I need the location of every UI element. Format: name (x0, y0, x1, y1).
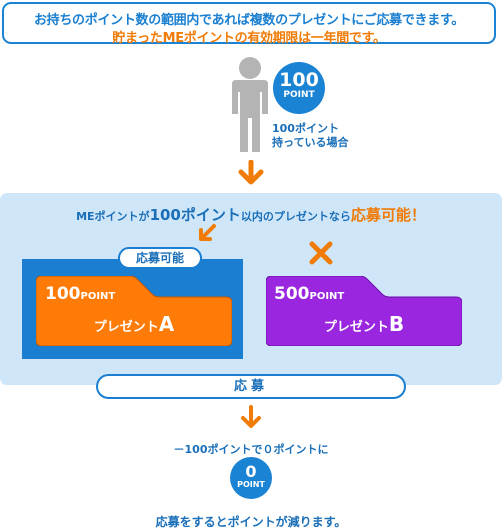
statement-part-1: MEポイントが (76, 210, 150, 223)
header-notice: お持ちのポイント数の範囲内であれば複数のプレゼントにご応募できます。 貯まったM… (2, 2, 496, 46)
present-a-label: プレゼントA (36, 312, 232, 336)
statement-part-3: 以内のプレゼントなら (240, 210, 351, 223)
present-a-tag-shape (36, 276, 232, 346)
apply-button[interactable]: 応募 (96, 374, 406, 399)
eligibility-statement: MEポイントが100ポイント以内のプレゼントなら応募可能！ (0, 204, 502, 225)
points-unit: POINT (283, 90, 315, 100)
present-a-label-text: プレゼント (93, 320, 159, 335)
points-badge-0: 0 POINT (230, 457, 272, 499)
cross-icon (309, 241, 333, 265)
points-note-line-2: 持っている場合 (272, 136, 349, 149)
present-a-letter: A (158, 312, 175, 336)
result-points-number: 0 (245, 462, 257, 481)
statement-part-4: 応募可能！ (350, 206, 426, 224)
present-b-letter: B (388, 312, 405, 336)
present-b-tag-shape (266, 276, 462, 346)
points-number: 100 (279, 69, 319, 91)
present-b-points-number: 500 (274, 284, 310, 304)
present-b-points: 500POINT (274, 284, 344, 304)
points-note-line-1: 100ポイント (272, 122, 339, 135)
present-b-points-unit: POINT (309, 291, 345, 302)
eligible-badge: 応募可能 (118, 247, 202, 269)
result-points-unit: POINT (237, 480, 265, 489)
reduce-text: －100ポイントで０ポイントに (173, 443, 329, 456)
statement-part-2: 100ポイント (149, 206, 241, 224)
footer-note: 応募をするとポイントが減ります。 (155, 515, 347, 529)
present-a-points-unit: POINT (80, 291, 116, 302)
diagonal-arrow-icon (199, 224, 216, 241)
present-b-label-text: プレゼント (323, 320, 389, 335)
header-line-1: お持ちのポイント数の範囲内であれば複数のプレゼントにご応募できます。 (33, 13, 465, 28)
present-a-points-number: 100 (45, 284, 81, 304)
down-arrow-icon (238, 160, 264, 185)
points-badge-100: 100 POINT (273, 62, 325, 114)
present-a-points: 100POINT (45, 284, 115, 304)
header-line-2: 貯まったMEポイントの有効期限は一年間です。 (112, 31, 386, 46)
person-icon (232, 57, 268, 152)
points-note: 100ポイント 持っている場合 (272, 122, 348, 150)
present-b-label: プレゼントB (266, 312, 462, 336)
down-arrow-icon (241, 405, 261, 428)
